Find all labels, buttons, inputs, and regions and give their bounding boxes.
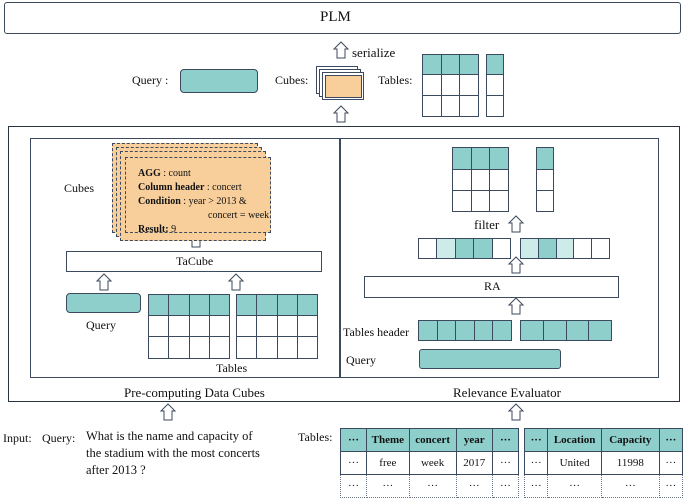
table-cell: ···: [600, 474, 660, 498]
top-column-grid: [486, 54, 504, 117]
scored-header-2: [520, 238, 610, 259]
serialize-arrow-icon: [333, 41, 349, 59]
right-panel: [340, 138, 659, 378]
cube-card: AGG : count Column header : concert Cond…: [125, 157, 271, 235]
table-cell: ···: [455, 474, 493, 498]
table-cell: ···: [491, 451, 520, 475]
input-table-1: ··· Theme concert year ··· ··· free week…: [339, 428, 520, 498]
scored-header-1: [417, 238, 512, 259]
input-label: Input:: [3, 431, 32, 445]
tacube-box: [66, 251, 322, 272]
condition-key: Condition: [138, 196, 181, 207]
serialize-label: serialize: [352, 45, 396, 60]
table-cell: ···: [658, 474, 684, 498]
column-header-value: : concert: [204, 182, 242, 193]
ra-box: [364, 276, 619, 298]
left-tables-label: Tables: [216, 361, 248, 375]
input-query-label: Query:: [42, 431, 76, 445]
input-table-2: ··· Location Capacity ··· ··· United 119…: [523, 428, 684, 498]
table-cell: United: [547, 451, 602, 475]
right-panel-caption: Relevance Evaluator: [453, 385, 561, 400]
table-cell: ···: [491, 474, 520, 498]
up-arrow-icon: [160, 403, 176, 421]
table-cell: ···: [339, 428, 368, 452]
tables-header-2: [520, 320, 612, 341]
table-cell: week: [408, 451, 457, 475]
left-panel-caption: Pre-computing Data Cubes: [124, 385, 265, 400]
up-arrow-icon: [333, 105, 349, 123]
filtered-column-grid: [536, 147, 554, 212]
condition-value-2: concert = week: [208, 210, 270, 221]
top-cubes-label: Cubes:: [275, 73, 309, 87]
filtered-table-grid: [452, 147, 509, 212]
column-header-key: Column header: [138, 182, 205, 193]
table-cell: year: [455, 428, 493, 452]
left-table-2: [235, 294, 319, 359]
table-cell: ···: [523, 451, 549, 475]
right-query-label: Query: [346, 353, 376, 367]
left-cubes-label: Cubes: [64, 181, 94, 195]
top-table-grid: [422, 54, 479, 117]
right-query-box: [419, 349, 561, 369]
agg-value: : count: [160, 168, 191, 179]
left-query-box: [66, 293, 141, 313]
tables-header-label: Tables header: [343, 325, 410, 339]
query-line-3: after 2013 ?: [86, 463, 146, 477]
table-cell: ···: [658, 451, 684, 475]
table-cell: ···: [523, 474, 549, 498]
result-value: 9: [168, 224, 177, 235]
condition-value: : year > 2013 &: [180, 196, 247, 207]
table-cell: 2017: [455, 451, 493, 475]
top-tables-label: Tables:: [378, 73, 413, 87]
table-cell: ···: [547, 474, 602, 498]
table-cell: 11998: [600, 451, 660, 475]
table-cell: ···: [408, 474, 457, 498]
result-key: Result:: [138, 224, 169, 235]
table-cell: ···: [658, 428, 684, 452]
plm-label: PLM: [320, 9, 351, 25]
up-arrow-icon: [508, 403, 524, 421]
tables-header-1: [418, 320, 512, 341]
query-line-2: the stadium with the most concerts: [86, 446, 260, 460]
input-query-text: What is the name and capacity of the sta…: [86, 428, 260, 479]
main-frame: [8, 126, 680, 402]
agg-key: AGG: [138, 168, 161, 179]
table-cell: ···: [491, 428, 520, 452]
ra-label: RA: [484, 279, 501, 293]
input-tables-label: Tables:: [298, 430, 333, 444]
left-query-label: Query: [86, 318, 116, 332]
table-cell: ···: [523, 428, 549, 452]
filter-label: filter: [474, 217, 500, 232]
top-query-box: [180, 69, 258, 93]
left-panel: [30, 138, 340, 378]
top-query-label: Query :: [132, 73, 169, 87]
left-table-1: [147, 294, 231, 359]
table-cell: Capacity: [600, 428, 660, 452]
table-cell: ···: [366, 474, 410, 498]
plm-box: [4, 2, 681, 34]
table-cell: free: [366, 451, 410, 475]
query-line-1: What is the name and capacity of: [86, 429, 253, 443]
table-cell: ···: [339, 474, 368, 498]
table-cell: ···: [339, 451, 368, 475]
table-cell: concert: [408, 428, 457, 452]
table-cell: Theme: [366, 428, 410, 452]
tacube-label: TaCube: [176, 254, 214, 268]
table-cell: Location: [547, 428, 602, 452]
